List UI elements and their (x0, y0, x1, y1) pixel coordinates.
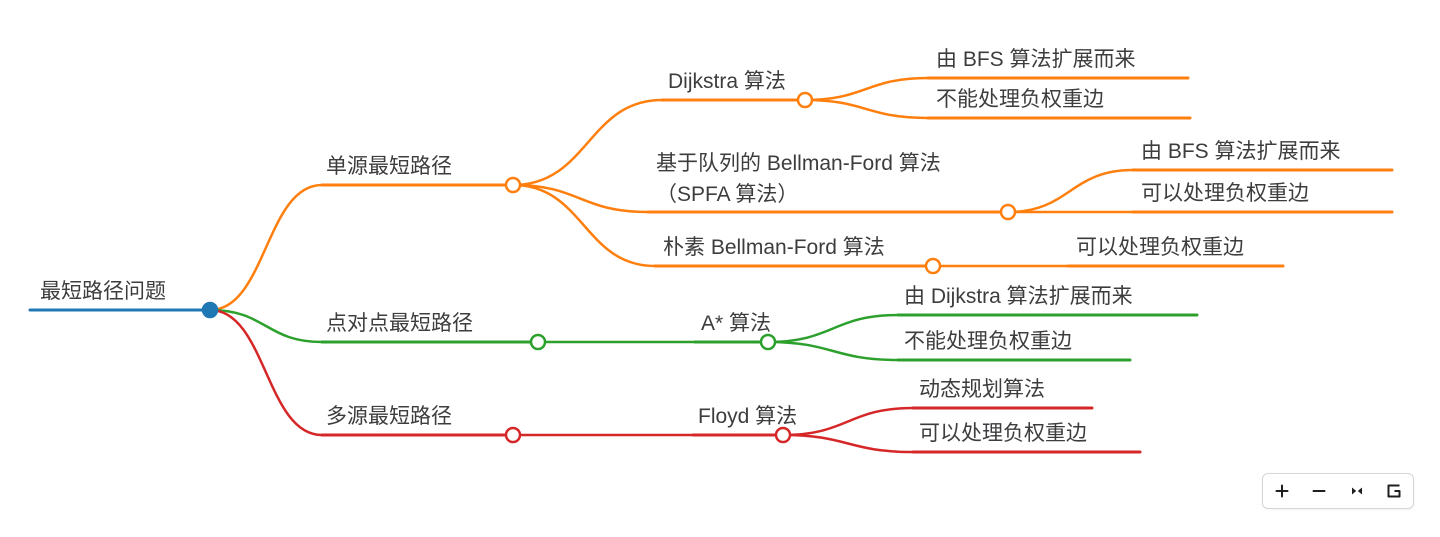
node-label-astar-note-2: 不能处理负权重边 (904, 330, 1072, 353)
node-circle-root[interactable] (201, 301, 219, 319)
node-circle-spfa[interactable] (999, 203, 1017, 221)
link-single-source-to-bellman-ford (511, 183, 657, 268)
node-label-point-to-point: 点对点最短路径 (326, 312, 473, 335)
node-label-spfa: 基于队列的 Bellman-Ford 算法 （SPFA 算法） (656, 148, 941, 210)
fit-view-button[interactable] (1341, 476, 1373, 506)
node-circle-astar[interactable] (759, 333, 777, 351)
link-floyd-to-note-2 (781, 433, 915, 454)
toolbar (1262, 473, 1414, 509)
minus-icon (1312, 490, 1326, 492)
link-single-source-to-dijkstra (511, 98, 664, 187)
node-label-floyd-note-1: 动态规划算法 (919, 378, 1045, 401)
node-label-floyd-note-2: 可以处理负权重边 (919, 422, 1087, 445)
link-root-to-single-source (208, 183, 324, 312)
node-label-astar: A* 算法 (701, 312, 772, 335)
node-circle-multi-source[interactable] (504, 426, 522, 444)
zoom-in-button[interactable] (1266, 476, 1298, 506)
node-label-bellman-ford-note-1: 可以处理负权重边 (1076, 236, 1244, 259)
node-label-dijkstra-note-1: 由 BFS 算法扩展而来 (936, 48, 1136, 71)
node-label-spfa-line-2: （SPFA 算法） (656, 183, 799, 206)
link-dijkstra-to-note-2 (803, 98, 930, 120)
markmap-logo-icon (1387, 484, 1401, 498)
node-label-single-source: 单源最短路径 (326, 155, 452, 178)
fit-icon (1351, 487, 1362, 495)
node-label-multi-source: 多源最短路径 (326, 405, 452, 428)
link-astar-to-note-1 (766, 313, 900, 344)
link-floyd-to-note-1 (781, 406, 915, 437)
node-circle-point-to-point[interactable] (529, 333, 547, 351)
node-circle-floyd[interactable] (774, 426, 792, 444)
node-label-spfa-note-1: 由 BFS 算法扩展而来 (1141, 140, 1341, 163)
circles-layer (201, 91, 1017, 444)
link-dijkstra-to-note-1 (803, 76, 930, 102)
node-circle-bellman-ford[interactable] (924, 257, 942, 275)
link-root-to-multi-source (208, 308, 324, 437)
plus-icon (1275, 484, 1289, 498)
zoom-out-button[interactable] (1303, 476, 1335, 506)
node-label-bellman-ford: 朴素 Bellman-Ford 算法 (663, 236, 885, 259)
link-astar-to-note-2 (766, 340, 900, 362)
link-spfa-to-note-1 (1006, 168, 1135, 214)
links-layer (208, 76, 1135, 454)
node-circle-dijkstra[interactable] (796, 91, 814, 109)
node-label-dijkstra-note-2: 不能处理负权重边 (936, 88, 1104, 111)
node-circle-single-source[interactable] (504, 176, 522, 194)
link-root-to-point-to-point (208, 308, 324, 344)
link-single-source-to-spfa (511, 183, 650, 214)
node-label-floyd: Floyd 算法 (698, 405, 798, 428)
node-label-astar-note-1: 由 Dijkstra 算法扩展而来 (904, 285, 1133, 308)
markmap-brand-button[interactable] (1378, 476, 1410, 506)
underlines-layer (28, 76, 1394, 454)
node-label-spfa-note-2: 可以处理负权重边 (1141, 182, 1309, 205)
node-label-spfa-line-1: 基于队列的 Bellman-Ford 算法 (656, 152, 941, 175)
node-label-root: 最短路径问题 (40, 280, 166, 303)
node-label-dijkstra: Dijkstra 算法 (668, 70, 786, 93)
